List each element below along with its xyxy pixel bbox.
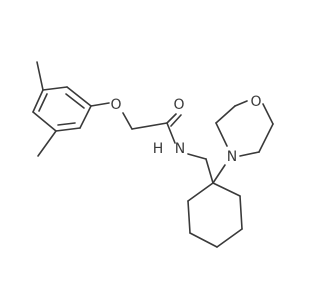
nitrogen-to-ch2-bond [187, 153, 207, 160]
bond [32, 89, 44, 113]
bond [32, 111, 57, 132]
cyclohexane-ring [187, 182, 243, 248]
bond [187, 182, 214, 202]
methyl-bond-bottom [37, 130, 57, 157]
benzene-ring [32, 86, 92, 132]
amide-nitrogen-label: N [175, 141, 185, 157]
bond [55, 127, 81, 132]
ch2-to-cyclohexyl-bond [205, 158, 214, 184]
molecule-structure: O O N H N O [32, 61, 274, 248]
carbonyl-to-nitrogen-bond [166, 122, 176, 144]
aromatic-double-bond [57, 122, 76, 126]
ch2-to-carbonyl-bond [131, 122, 168, 130]
atom-labels: O O N H N O [110, 94, 261, 165]
bond [215, 122, 228, 147]
aromatic-double-bond [38, 93, 48, 112]
bond [216, 228, 243, 248]
morpholine-ring [215, 100, 274, 157]
carbonyl-oxygen-label: O [173, 97, 184, 113]
amide-hydrogen-label: H [153, 141, 164, 157]
cyclohexyl-to-morpholine-bond [212, 164, 226, 184]
bond [239, 151, 260, 157]
ring-to-oxygen-bond [90, 102, 110, 107]
bond [215, 105, 236, 124]
bond [66, 86, 92, 107]
bond [239, 195, 243, 230]
bond [79, 105, 92, 129]
oxygen-to-ch2-bond [122, 112, 133, 130]
morpholine-oxygen-label: O [250, 94, 261, 110]
carbonyl-double-bond [170, 114, 182, 127]
methyl-bond-top [36, 61, 44, 91]
carbonyl-double-bond [166, 113, 177, 124]
bond [42, 86, 68, 91]
ether-oxygen-label: O [110, 97, 121, 113]
morpholine-nitrogen-label: N [227, 149, 237, 165]
aromatic-double-bond [65, 93, 85, 109]
bond [262, 103, 274, 125]
bond [189, 232, 218, 248]
bond [258, 123, 274, 153]
bond [212, 182, 241, 197]
bond [234, 100, 248, 107]
bond [187, 200, 191, 234]
